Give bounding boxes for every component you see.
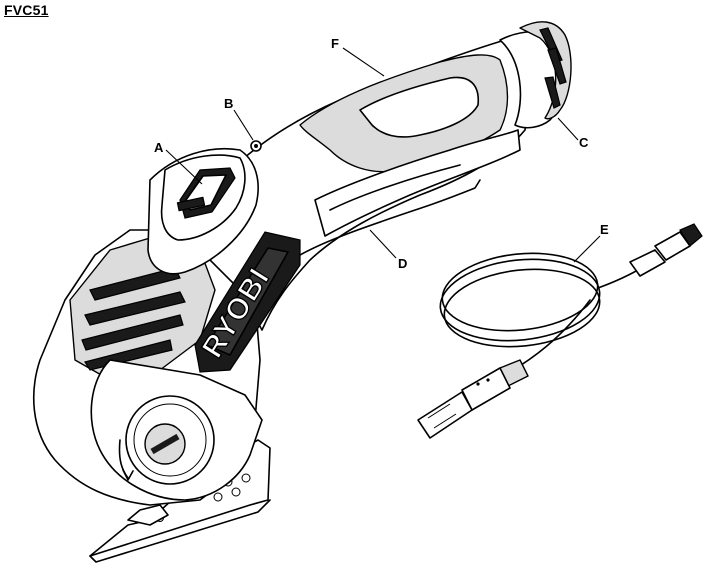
callout-c-letter: C — [579, 135, 589, 150]
end-cap — [499, 21, 572, 129]
model-number: FVC51 — [4, 2, 49, 18]
callout-b-letter: B — [224, 96, 233, 111]
callout-b-leader — [233, 109, 254, 141]
callout-d-letter: D — [398, 256, 407, 271]
callout-f: F — [331, 36, 385, 77]
charging-indicator — [250, 140, 262, 152]
callout-c-leader — [557, 117, 579, 141]
callout-a: A — [154, 140, 203, 185]
callout-d: D — [369, 229, 407, 271]
callout-d-leader — [369, 229, 397, 259]
tool-head-housing — [32, 229, 263, 526]
callout-b: B — [224, 96, 254, 141]
callout-a-leader — [165, 149, 203, 185]
usb-charging-cord — [417, 223, 703, 439]
callout-a-letter: A — [154, 140, 164, 155]
callout-e: E — [573, 222, 609, 263]
callout-c: C — [557, 117, 589, 150]
power-switch — [176, 167, 236, 219]
callout-e-leader — [573, 235, 601, 263]
callout-f-letter: F — [331, 36, 339, 51]
callout-f-leader — [342, 47, 385, 77]
callout-e-letter: E — [600, 222, 609, 237]
